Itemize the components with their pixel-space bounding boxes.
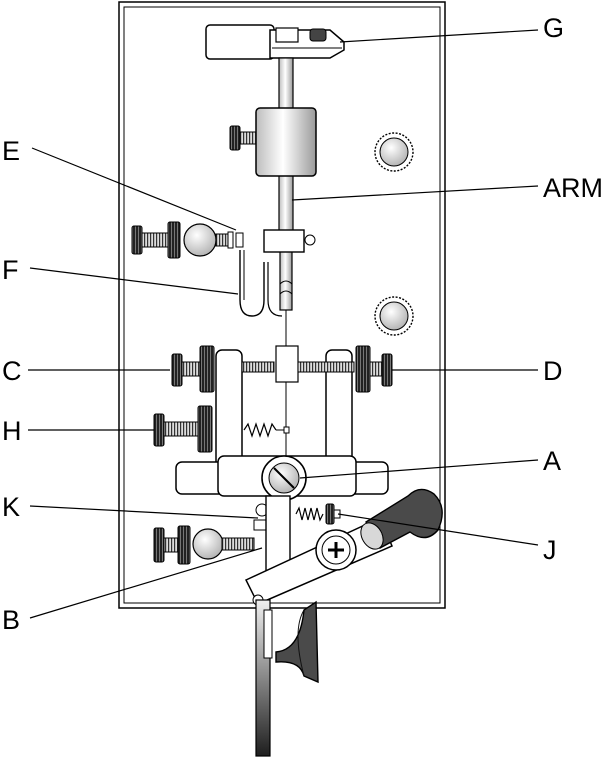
part-k-stop [253,503,269,531]
pivot-frame [215,345,353,471]
callout-labels: G ARM E F C D H A K J B [2,13,603,635]
leader-f [29,267,239,295]
finger-paddle [275,600,319,684]
label-e: E [2,136,20,166]
leader-lines [28,29,539,619]
label-j: J [543,535,557,565]
leader-arm [291,185,539,201]
part-f-spring-hook [239,250,283,317]
part-j-return-spring [295,503,341,525]
arm-collar [263,229,316,253]
paddle-knob [360,488,443,550]
label-g: G [543,13,564,43]
label-a: A [543,446,561,476]
part-a-pivot [175,455,389,501]
label-c: C [2,356,22,386]
part-h-spring-screw [153,405,290,453]
label-b: B [2,605,20,635]
label-f: F [2,255,19,285]
stop-screw-lower [153,525,255,565]
arm-rod [278,57,294,348]
leader-b [29,547,263,619]
label-k: K [2,492,20,522]
part-d-contact-screw [297,345,393,393]
knurled-nut-lower [374,296,414,336]
leader-a [299,459,539,479]
part-e-damper-screw [131,221,244,259]
paddle-arm [244,516,393,606]
knurled-nut-upper [374,132,414,172]
arm-weight [229,107,317,177]
leader-j [337,513,539,546]
leader-k [29,505,259,519]
label-arm: ARM [543,173,603,203]
label-h: H [2,416,22,446]
label-d: D [543,356,563,386]
part-g-bracket [205,24,345,60]
leader-g [339,29,539,43]
leader-e [31,147,237,231]
part-c-contact-screw [171,345,275,393]
lever-shaft [255,599,273,757]
